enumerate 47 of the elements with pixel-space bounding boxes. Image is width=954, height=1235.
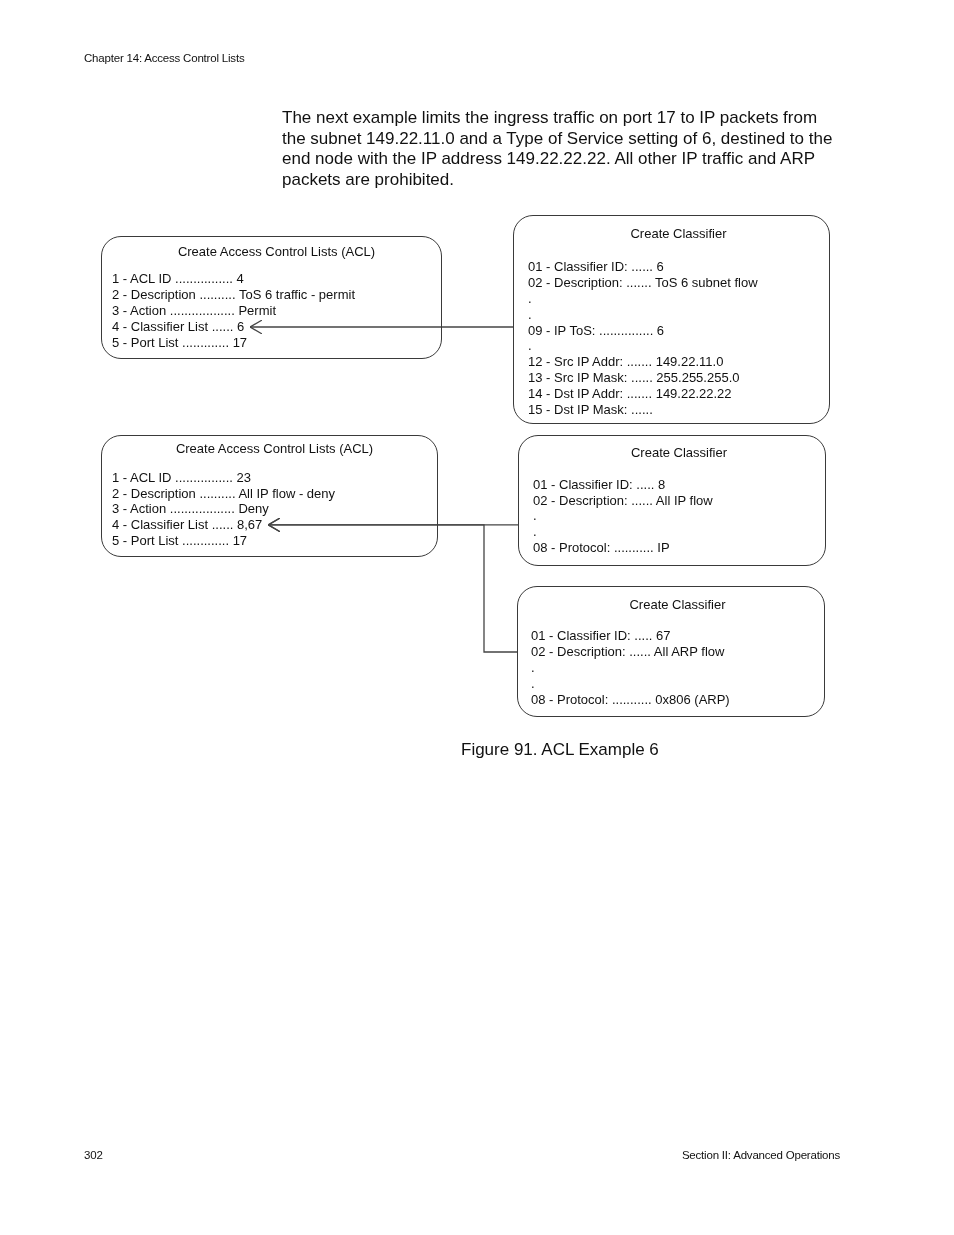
field-line: . (533, 524, 537, 540)
field-line: . (528, 306, 532, 323)
acl-box (101, 236, 442, 359)
field-line: 1 - ACL ID ................ 23 (112, 469, 251, 486)
box-heading: Create Access Control Lists (ACL) (175, 441, 374, 457)
page-number: 302 (84, 1148, 103, 1163)
field-line: . (531, 676, 535, 692)
field-line: 4 - Classifier List ...... 6 (112, 319, 245, 335)
field-line: 08 - Protocol: ........... 0x806 (ARP) (531, 692, 730, 708)
field-line: 5 - Port List ............. 17 (112, 532, 248, 549)
body-paragraph: The next example limits the ingress traffic on port 17 to IP packets from the subnet 149.22.11.0 and a Type of Service setting of 6, destined to the end node with the IP address 149.22.22.22. All other IP traffic and ARP packets are prohibited. (282, 108, 834, 190)
field-line: 02 - Description: ...... All ARP flow (531, 644, 725, 660)
field-line: 15 - Dst IP Mask: ...... (528, 402, 653, 418)
arrow (249, 319, 514, 335)
field-line: 3 - Action .................. Permit (112, 303, 276, 319)
field-line: . (531, 660, 535, 676)
box-heading: Create Classifier (629, 597, 726, 613)
field-line: 3 - Action .................. Deny (112, 501, 269, 517)
field-line: 2 - Description .......... All IP flow - deny (112, 485, 335, 502)
classifier-box (513, 215, 830, 424)
running-footer: Section II: Advanced Operations (681, 1147, 840, 1163)
field-line: . (533, 508, 537, 525)
field-line: 14 - Dst IP Addr: ....... 149.22.22.22 (528, 386, 732, 403)
classifier-box (518, 435, 826, 566)
arrow (267, 517, 518, 653)
field-line: 01 - Classifier ID: ..... 67 (531, 628, 671, 644)
running-header: Chapter 14: Access Control Lists (84, 51, 245, 66)
classifier-box (517, 586, 825, 717)
field-line: . (528, 338, 532, 355)
field-line: 1 - ACL ID ................ 4 (112, 271, 244, 287)
box-heading: Create Classifier (630, 445, 728, 461)
box-heading: Create Access Control Lists (ACL) (177, 244, 376, 260)
field-line: 02 - Description: ....... ToS 6 subnet flow (528, 274, 758, 291)
box-heading: Create Classifier (630, 226, 727, 242)
field-line: 01 - Classifier ID: ...... 6 (528, 258, 664, 275)
field-line: 4 - Classifier List ...... 8,67 (112, 517, 263, 533)
field-line: 13 - Src IP Mask: ...... 255.255.255.0 (528, 370, 740, 387)
figure-caption: Figure 91. ACL Example 6 (461, 740, 659, 760)
field-line: 5 - Port List ............. 17 (112, 335, 248, 351)
field-line: 01 - Classifier ID: ..... 8 (533, 476, 666, 493)
field-line: . (528, 290, 532, 307)
field-line: 12 - Src IP Addr: ....... 149.22.11.0 (528, 354, 724, 371)
field-line: 02 - Description: ...... All IP flow (533, 492, 713, 509)
field-line: 09 - IP ToS: ............... 6 (528, 322, 665, 339)
field-line: 08 - Protocol: ........... IP (533, 540, 670, 556)
field-line: 2 - Description .......... ToS 6 traffic - permit (112, 287, 355, 303)
acl-box (101, 435, 438, 557)
